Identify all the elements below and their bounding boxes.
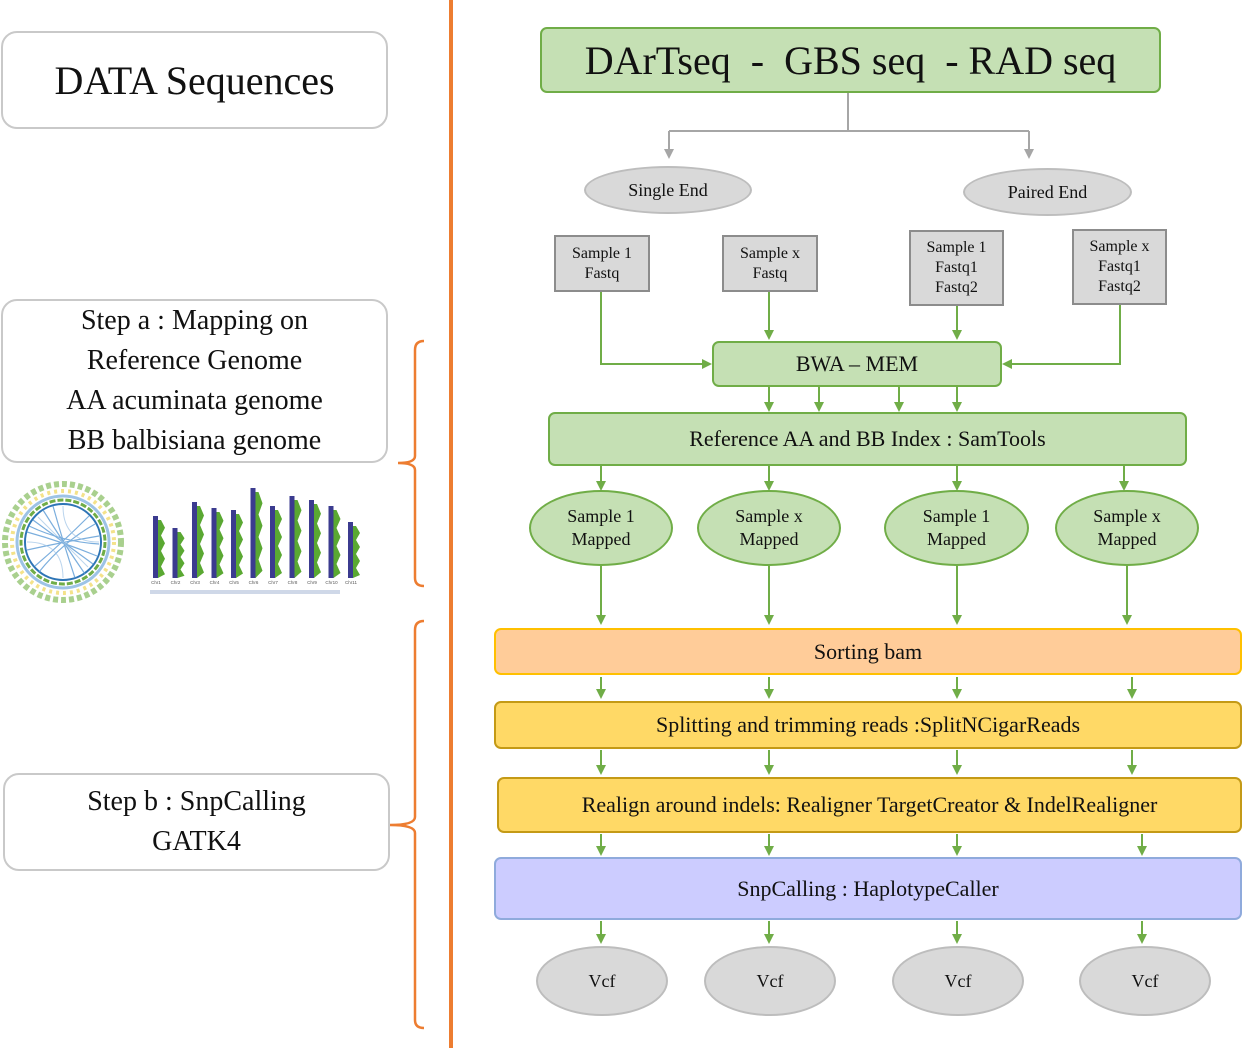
- arrows-splitting-to-realign: [596, 750, 1137, 775]
- vcf-node-2: Vcf: [704, 946, 836, 1016]
- reference-index-box: Reference AA and BB Index : SamTools: [548, 412, 1187, 466]
- mapped-node-1: Sample 1 Mapped: [529, 490, 673, 566]
- sample-x-fastq-box: Sample x Fastq: [722, 235, 818, 292]
- snpcalling-box: SnpCalling : HaplotypeCaller: [494, 857, 1242, 920]
- sample-x-fastq12-label: Sample x Fastq1 Fastq2: [1089, 238, 1150, 295]
- step-a-box: Step a : Mapping on Reference Genome AA …: [1, 299, 388, 463]
- single-end-node: Single End: [584, 166, 752, 214]
- vcf-node-3: Vcf: [892, 946, 1024, 1016]
- vcf-node-1: Vcf: [536, 946, 668, 1016]
- karyotype-density-track: [275, 510, 282, 578]
- karyotype-density-track: [197, 506, 204, 578]
- karyotype-density-track: [158, 520, 165, 578]
- karyotype-chromosome-bar: [153, 516, 158, 578]
- arrows-sorting-to-splitting: [596, 677, 1137, 699]
- karyotype-chromosome-label: Chr4: [210, 580, 220, 585]
- paired-end-node: Paired End: [963, 168, 1132, 216]
- karyotype-chromosome-label: Chr7: [268, 580, 278, 585]
- vcf-label-3: Vcf: [944, 970, 972, 991]
- karyotype-density-track: [255, 492, 263, 578]
- karyotype-chromosome-label: Chr11: [345, 580, 357, 585]
- karyotype-chromosome-label: Chr8: [288, 580, 298, 585]
- bwa-mem-label: BWA – MEM: [795, 351, 919, 376]
- karyotype-plot-image: Chr1 Chr2 Chr3 Chr4 Chr5 Chr6 Chr7 Chr8 Chr9 Chr1…: [150, 488, 360, 594]
- karyotype-chromosome-label: Chr9: [307, 580, 317, 585]
- sample-x-fastq-label: Sample x Fastq: [740, 244, 800, 282]
- karyotype-legend-strip: [150, 590, 340, 594]
- mapped-label-4: Sample x Mapped: [1093, 506, 1161, 549]
- sample-1-fastq-box: Sample 1 Fastq: [554, 235, 650, 292]
- karyotype-chromosome-bar: [309, 500, 314, 578]
- circos-plot-image: [2, 481, 124, 603]
- sample-x-fastq12-box: Sample x Fastq1 Fastq2: [1072, 229, 1167, 305]
- karyotype-chromosome-bar: [348, 522, 353, 578]
- karyotype-chromosome-label: Chr3: [190, 580, 200, 585]
- vcf-label-2: Vcf: [756, 970, 784, 991]
- vcf-label-1: Vcf: [588, 970, 616, 991]
- mapped-node-3: Sample 1 Mapped: [884, 490, 1029, 566]
- paired-end-label: Paired End: [1007, 181, 1088, 202]
- sequencing-methods-label: DArTseq - GBS seq - RAD seq: [584, 37, 1117, 83]
- karyotype-density-track: [314, 504, 321, 578]
- data-sequences-label: DATA Sequences: [54, 57, 335, 103]
- realign-box: Realign around indels: Realigner TargetC…: [497, 777, 1242, 833]
- single-end-label: Single End: [628, 179, 708, 200]
- reference-index-label: Reference AA and BB Index : SamTools: [689, 426, 1046, 451]
- mapped-node-4: Sample x Mapped: [1055, 490, 1199, 566]
- bracket-step-a: [397, 339, 425, 588]
- karyotype-chromosome-label: Chr6: [249, 580, 259, 585]
- step-b-box: Step b : SnpCalling GATK4: [3, 773, 390, 871]
- mapped-label-2: Sample x Mapped: [735, 506, 803, 549]
- karyotype-density-track: [353, 526, 360, 578]
- mapped-node-2: Sample x Mapped: [697, 490, 841, 566]
- karyotype-density-track: [333, 510, 341, 578]
- sorting-bam-label: Sorting bam: [813, 638, 923, 664]
- karyotype-density-track: [236, 514, 243, 578]
- karyotype-chromosome-bar: [231, 510, 236, 578]
- sorting-bam-box: Sorting bam: [494, 628, 1242, 675]
- step-b-label: Step b : SnpCalling GATK4: [87, 786, 306, 857]
- karyotype-chromosome-bar: [270, 506, 275, 578]
- vcf-node-4: Vcf: [1079, 946, 1211, 1016]
- bwa-mem-box: BWA – MEM: [712, 341, 1002, 387]
- karyotype-chromosome-label: Chr1: [151, 580, 161, 585]
- karyotype-density-track: [294, 500, 302, 578]
- arrows-realign-to-snpcalling: [596, 834, 1147, 856]
- step-a-label: Step a : Mapping on Reference Genome AA …: [66, 305, 323, 456]
- karyotype-chromosome-bar: [289, 496, 295, 578]
- karyotype-chromosome-label: Chr5: [229, 580, 239, 585]
- sample-1-fastq12-label: Sample 1 Fastq1 Fastq2: [926, 239, 987, 296]
- karyotype-chromosome-bar: [192, 502, 197, 578]
- mapped-label-3: Sample 1 Mapped: [922, 506, 991, 549]
- split-connector: [664, 93, 1034, 159]
- bracket-step-b: [389, 619, 425, 1030]
- karyotype-chromosome-bar: [328, 506, 334, 578]
- realign-label: Realign around indels: Realigner TargetC…: [581, 792, 1158, 817]
- splitting-label: Splitting and trimming reads :SplitNCiga…: [655, 712, 1081, 737]
- arrows-fastq-to-bwa: [600, 292, 1121, 369]
- karyotype-chromosome-bar: [211, 508, 217, 578]
- splitting-box: Splitting and trimming reads :SplitNCiga…: [494, 701, 1242, 749]
- arrows-bwa-to-reference: [764, 387, 962, 412]
- arrows-mapped-to-sorting: [596, 566, 1132, 625]
- mapped-label-1: Sample 1 Mapped: [567, 506, 635, 549]
- arrows-snpcalling-to-vcf: [596, 921, 1147, 944]
- arrows-reference-to-mapped: [596, 466, 1129, 491]
- data-sequences-box: DATA Sequences: [1, 31, 388, 129]
- karyotype-chromosome-label: Chr2: [171, 580, 181, 585]
- karyotype-density-track: [216, 512, 224, 578]
- karyotype-chromosome-label: Chr10: [325, 580, 338, 585]
- karyotype-density-track: [177, 532, 185, 578]
- sample-1-fastq-label: Sample 1 Fastq: [572, 244, 632, 282]
- karyotype-chromosome-bar: [250, 488, 256, 578]
- sample-1-fastq12-box: Sample 1 Fastq1 Fastq2: [909, 230, 1004, 306]
- karyotype-chromosome-bar: [172, 528, 178, 578]
- sequencing-methods-box: DArTseq - GBS seq - RAD seq: [540, 27, 1161, 93]
- vcf-label-4: Vcf: [1131, 970, 1159, 991]
- snpcalling-label: SnpCalling : HaplotypeCaller: [737, 875, 999, 901]
